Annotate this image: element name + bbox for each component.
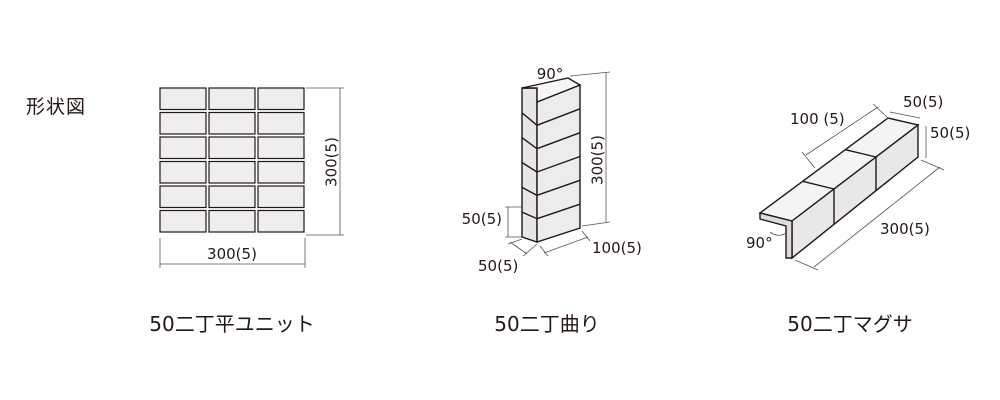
corner-joint-left: [521, 161, 538, 173]
lintel-top-dimension-line: [889, 111, 921, 119]
lintel-front-extension-a: [801, 151, 816, 169]
flat-tile: [257, 160, 305, 184]
caption-lintel-unit: 50二丁マグサ: [787, 312, 913, 336]
section-title: 形状図: [26, 96, 87, 118]
corner-return-label: 50(5): [462, 210, 502, 228]
flat-tile: [159, 185, 207, 209]
caption-corner-unit: 50二丁曲り: [494, 312, 600, 336]
corner-depth-left-extension-b: [522, 243, 538, 257]
corner-right-face: [536, 83, 581, 243]
corner-joint-right: [536, 155, 581, 173]
corner-depth-right-label: 100(5): [592, 239, 642, 257]
lintel-front-extension-b: [872, 103, 889, 119]
flat-tile: [208, 87, 256, 111]
flat-tile: [159, 87, 207, 111]
corner-joint-right: [536, 108, 581, 126]
lintel-front-label: 100 (5): [790, 110, 845, 128]
flat-tile: [159, 111, 207, 135]
lintel-side-label: 50(5): [930, 124, 970, 142]
caption-flat-unit: 50二丁平ユニット: [149, 312, 315, 336]
corner-joint-right: [536, 203, 581, 220]
flat-tile: [208, 209, 256, 233]
flat-height-label: 300(5): [323, 137, 341, 187]
flat-tile: [257, 87, 305, 111]
flat-width-label: 300(5): [207, 245, 257, 263]
lintel-length-extension-a: [794, 259, 819, 271]
corner-joint-left: [521, 137, 538, 150]
lintel-front-dimension-line: [805, 106, 879, 156]
corner-joint-left: [521, 112, 538, 126]
flat-tile: [208, 136, 256, 160]
corner-joint-left: [521, 211, 538, 220]
lintel-end-profile: [759, 212, 793, 259]
lintel-joint-top: [845, 148, 877, 158]
corner-depth-right-extension-a: [539, 245, 549, 257]
corner-height-extension-top: [569, 71, 611, 77]
lintel-unit-drawing: 100 (5) 50(5) 50(5) 300(5) 90°: [746, 93, 970, 271]
flat-tile: [257, 209, 305, 233]
lintel-length-dimension-line: [813, 166, 941, 268]
lintel-length-extension-b: [920, 159, 945, 171]
flat-tile: [257, 111, 305, 135]
corner-height-label: 300(5): [589, 135, 607, 185]
lintel-length-label: 300(5): [880, 220, 930, 238]
corner-height-extension-bottom: [581, 221, 611, 227]
flat-tile: [159, 209, 207, 233]
flat-tile: [208, 111, 256, 135]
flat-tile: [208, 185, 256, 209]
lintel-angle-arc: [769, 231, 787, 236]
corner-depth-left-label: 50(5): [478, 257, 518, 275]
flat-unit-tile-grid: [159, 87, 305, 233]
flat-tile: [159, 160, 207, 184]
flat-unit-drawing: 300(5) 300(5): [159, 87, 344, 268]
corner-joint-left: [521, 186, 538, 196]
lintel-joint-lines: [802, 148, 877, 225]
corner-top-l-shape: [521, 77, 582, 104]
corner-joint-right: [536, 179, 581, 196]
corner-unit-drawing: 90° 300(5) 50(5) 50(5) 100(5): [462, 65, 642, 275]
flat-tile: [208, 160, 256, 184]
corner-angle-label: 90°: [537, 65, 564, 83]
lintel-top-label: 50(5): [903, 93, 943, 111]
corner-depth-left-dimension-line: [509, 241, 528, 255]
corner-joint-lines: [521, 108, 581, 220]
corner-joint-right: [536, 132, 581, 150]
corner-depth-left-extension-a: [507, 238, 523, 245]
flat-tile: [257, 136, 305, 160]
lintel-joint-top: [802, 180, 835, 190]
corner-depth-right-dimension-line: [543, 236, 589, 254]
corner-left-face: [521, 87, 538, 243]
flat-tile: [257, 185, 305, 209]
lintel-angle-label: 90°: [746, 234, 773, 252]
corner-depth-right-extension-b: [581, 230, 591, 242]
flat-tile: [159, 136, 207, 160]
